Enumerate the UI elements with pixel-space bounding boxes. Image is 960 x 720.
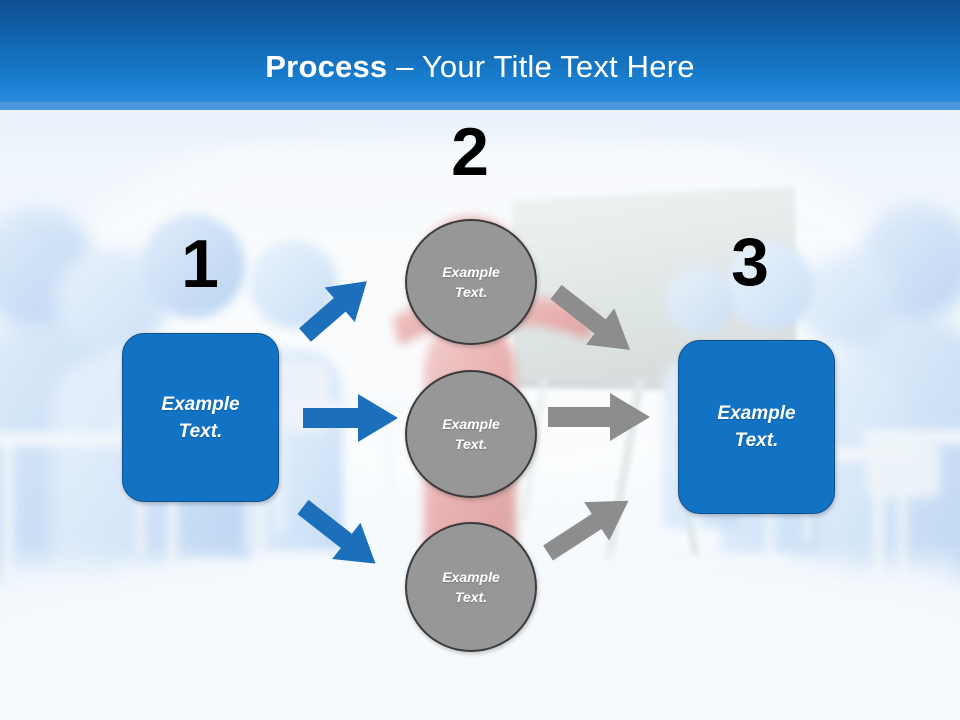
arrow-gray-right: [548, 393, 650, 441]
title-dash: –: [387, 49, 422, 84]
arrow-blue-right: [303, 394, 398, 442]
process-circle-2-label: Example Text.: [442, 416, 500, 452]
process-box-1[interactable]: Example Text.: [122, 333, 279, 502]
step-number-3: 3: [731, 224, 769, 300]
title-strong: Process: [265, 49, 388, 84]
process-circle-2[interactable]: Example Text.: [405, 370, 537, 498]
process-circle-1[interactable]: Example Text.: [405, 219, 537, 345]
process-box-1-label: Example Text.: [161, 393, 240, 442]
arrow-gray-down: [550, 284, 631, 350]
process-box-3-label: Example Text.: [717, 403, 796, 451]
arrow-blue-up: [299, 281, 367, 342]
process-circle-3-label: Example Text.: [442, 569, 500, 605]
page-title: Process – Your Title Text Here: [0, 50, 960, 84]
step-number-2: 2: [451, 114, 489, 190]
arrow-gray-up: [543, 500, 629, 561]
process-circle-1-label: Example Text.: [442, 264, 500, 300]
process-circle-3[interactable]: Example Text.: [405, 522, 537, 652]
arrow-blue-down: [297, 499, 376, 564]
step-number-1: 1: [181, 226, 219, 302]
title-light: Your Title Text Here: [421, 49, 695, 84]
title-bar: Process – Your Title Text Here: [0, 0, 960, 110]
process-box-3[interactable]: Example Text.: [678, 340, 835, 514]
